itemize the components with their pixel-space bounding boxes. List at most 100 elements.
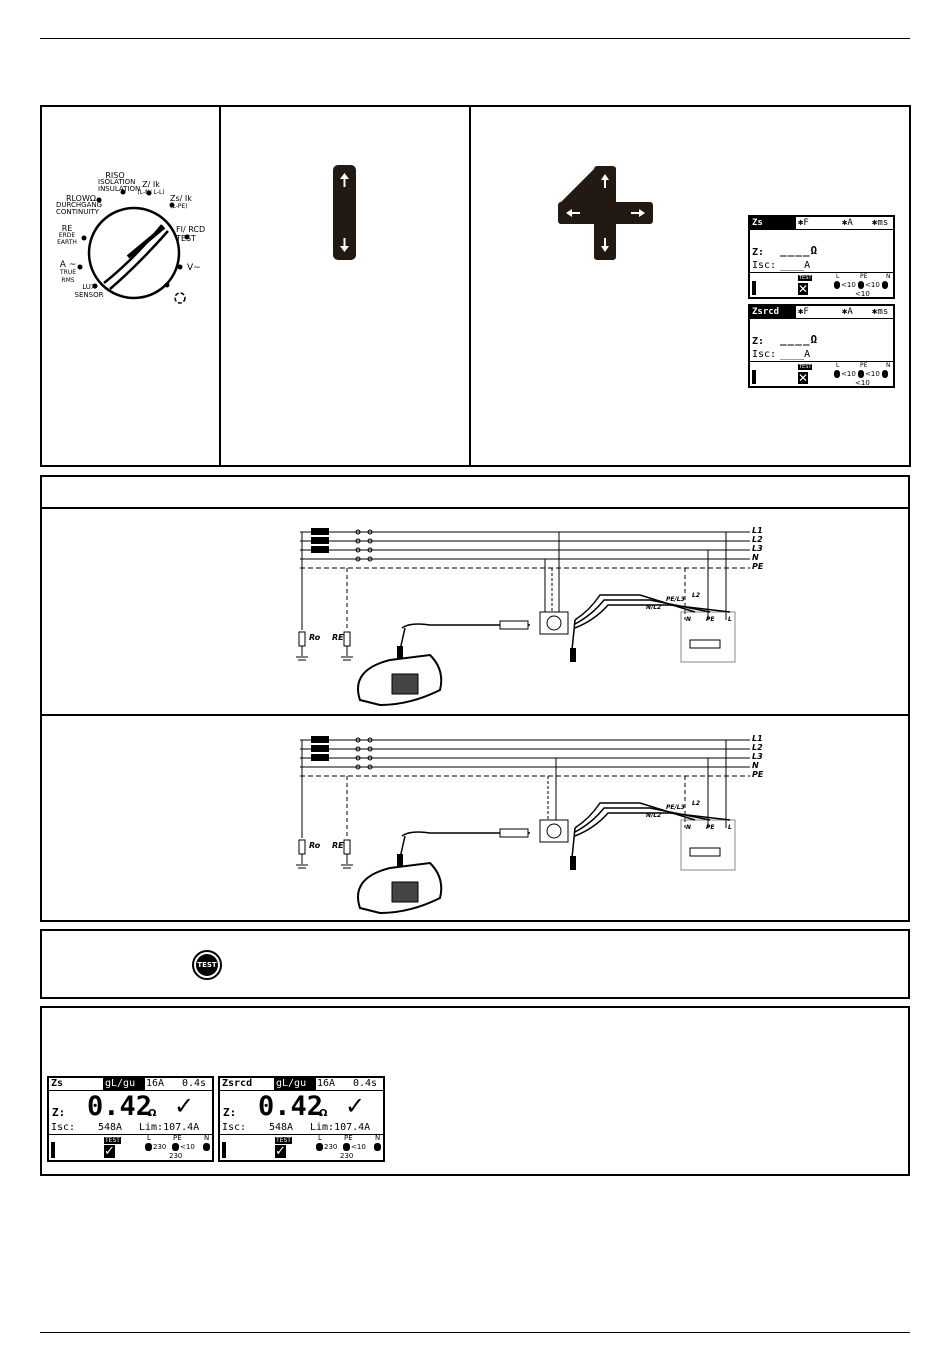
- test-key[interactable]: TEST: [192, 950, 222, 980]
- lcd-volt-2: <10: [351, 1143, 366, 1151]
- start-test-panel: [40, 929, 910, 999]
- lcd-z-value: 0.42: [87, 1091, 153, 1122]
- switch-pos-v: V~: [187, 263, 211, 273]
- ro-label: Ro: [309, 633, 321, 642]
- lcd-fuse-type: gL/gu: [103, 1078, 146, 1090]
- test-disabled-icon: ✕: [798, 371, 809, 385]
- test-disabled-icon: ✕: [798, 282, 809, 296]
- lcd-test-label: TEST: [275, 1137, 292, 1144]
- switch-label: FI/ RCD: [176, 225, 206, 234]
- lcd-term-l: L: [147, 1134, 151, 1142]
- battery-icon: [752, 370, 756, 384]
- terminal-dot-icon: [882, 281, 888, 289]
- rotary-switch-graphic: [77, 189, 190, 304]
- lcd-term-n: N: [204, 1134, 210, 1142]
- connection-diagram-1: [296, 528, 750, 707]
- switch-label: LUX: [82, 283, 96, 291]
- line-label-l2: L2: [752, 535, 763, 544]
- switch-label: Zs/ Ik: [170, 194, 192, 203]
- lcd-function: Zs: [750, 217, 796, 229]
- switch-label: RE: [61, 224, 73, 233]
- lcd-term-pe: PE: [860, 362, 868, 369]
- lcd-isc-value: ____A: [780, 349, 811, 360]
- switch-pos-a: A ~ TRUE RMS: [54, 261, 82, 285]
- lcd-volt-2: <10: [865, 281, 880, 289]
- lcd-fuse-current: 16A: [317, 1078, 336, 1089]
- terminal-dot-icon: [374, 1143, 381, 1151]
- lcd-volt-3: <10: [855, 379, 870, 387]
- lcd-isc-label: Isc:: [222, 1122, 247, 1133]
- cursor-cross-key[interactable]: [558, 166, 653, 260]
- lcd-header: Zsrcd gL/gu 16A 0.4s: [220, 1078, 383, 1090]
- lcd-param-3: ✱ms: [872, 307, 889, 317]
- setup-divider-2: [469, 105, 471, 467]
- switch-label: (L-N/ L-L): [137, 189, 165, 196]
- lcd-fuse-current: 16A: [146, 1078, 165, 1089]
- switch-label: (L-PE): [170, 203, 188, 210]
- lcd-term-pe: PE: [860, 273, 868, 280]
- lcd-result-zs: Zs gL/gu 16A 0.4s Z: 0.42 Ω ✓ Isc: 548A …: [47, 1076, 214, 1162]
- probe-label-pe-l3: PE/L3: [666, 804, 685, 811]
- test-ready-icon: ✓: [275, 1144, 286, 1159]
- terminal-label-n: N: [686, 824, 692, 831]
- rotary-switch[interactable]: RLOWΩ DURCHGANG CONTINUITY RISO ISOLATIO…: [52, 165, 212, 325]
- terminal-dot-icon: [882, 370, 888, 378]
- lcd-function: Zsrcd: [222, 1078, 253, 1089]
- terminal-label-n: N: [686, 616, 692, 623]
- switch-pos-rlow: RLOWΩ DURCHGANG CONTINUITY: [56, 195, 102, 216]
- terminal-dot-icon: [172, 1143, 179, 1151]
- up-arrow-icon: [340, 173, 349, 252]
- re-label: RE: [332, 841, 344, 850]
- lcd-volt-1: <10: [841, 370, 856, 378]
- terminal-label-pe: PE: [706, 616, 715, 623]
- top-rule: [40, 38, 910, 39]
- lcd-param-1: ✱F: [798, 218, 809, 228]
- terminal-dot-icon: [858, 370, 864, 378]
- line-label-n: N: [752, 553, 759, 562]
- switch-pos-re: RE ERDE EARTH: [54, 224, 80, 247]
- switch-label: ERDE: [58, 232, 76, 239]
- line-label-l1: L1: [752, 526, 763, 535]
- terminal-label-pe: PE: [706, 824, 715, 831]
- terminal-dot-icon: [316, 1143, 323, 1151]
- lcd-fuse-time: 0.4s: [353, 1078, 378, 1089]
- lcd-pre-zsrcd: Zsrcd ✱F ✱A ✱ms Z: ____Ω Isc: ____A TEST…: [748, 304, 895, 388]
- terminal-label-l: L: [728, 824, 732, 831]
- up-down-key[interactable]: [333, 165, 356, 260]
- lcd-z-value: ____Ω: [780, 244, 819, 257]
- switch-label: INSULATION: [98, 185, 141, 193]
- connection-panel: [40, 475, 910, 922]
- lcd-term-pe: PE: [344, 1134, 353, 1142]
- lcd-volt-2: <10: [865, 370, 880, 378]
- cross-arrows-icon: [558, 166, 653, 260]
- diagram-2-labels: L1 L2 L3 N PE Ro RE PE/L3 L2 N/L2 N PE L: [290, 728, 780, 918]
- line-label-l3: L3: [752, 752, 763, 761]
- line-label-l3: L3: [752, 544, 763, 553]
- lcd-header: Zsrcd ✱F ✱A ✱ms: [750, 306, 893, 318]
- line-label-pe: PE: [752, 770, 764, 779]
- probe-label-pe-l3: PE/L3: [666, 596, 685, 603]
- pass-check-icon: ✓: [174, 1092, 195, 1120]
- lcd-limit: Lim:107.4A: [310, 1122, 371, 1133]
- lcd-z-label: Z:: [223, 1106, 237, 1119]
- bottom-rule: [40, 1332, 910, 1333]
- probe-label-l2: L2: [692, 592, 700, 599]
- lcd-term-l: L: [318, 1134, 322, 1142]
- terminal-dot-icon: [145, 1143, 152, 1151]
- lcd-fuse-time: 0.4s: [182, 1078, 207, 1089]
- lcd-test-label: TEST: [798, 364, 813, 370]
- lcd-z-label: Z:: [752, 247, 765, 258]
- probe-label-n-l2: N/L2: [646, 604, 662, 611]
- lcd-isc-label: Isc:: [51, 1122, 76, 1133]
- lcd-term-n: N: [886, 362, 891, 369]
- lcd-header: Zs gL/gu 16A 0.4s: [49, 1078, 212, 1090]
- lcd-pre-zs: Zs ✱F ✱A ✱ms Z: ____Ω Isc: ____A TEST ✕ …: [748, 215, 895, 299]
- line-label-n: N: [752, 761, 759, 770]
- lcd-term-pe: PE: [173, 1134, 182, 1142]
- switch-pos-zs: Zs/ Ik (L-PE): [170, 195, 206, 211]
- switch-label: TRUE RMS: [59, 269, 77, 284]
- terminal-dot-icon: [834, 281, 840, 289]
- lcd-function: Zs: [51, 1078, 64, 1089]
- switch-label: RISO: [105, 171, 125, 180]
- lcd-term-n: N: [886, 273, 891, 280]
